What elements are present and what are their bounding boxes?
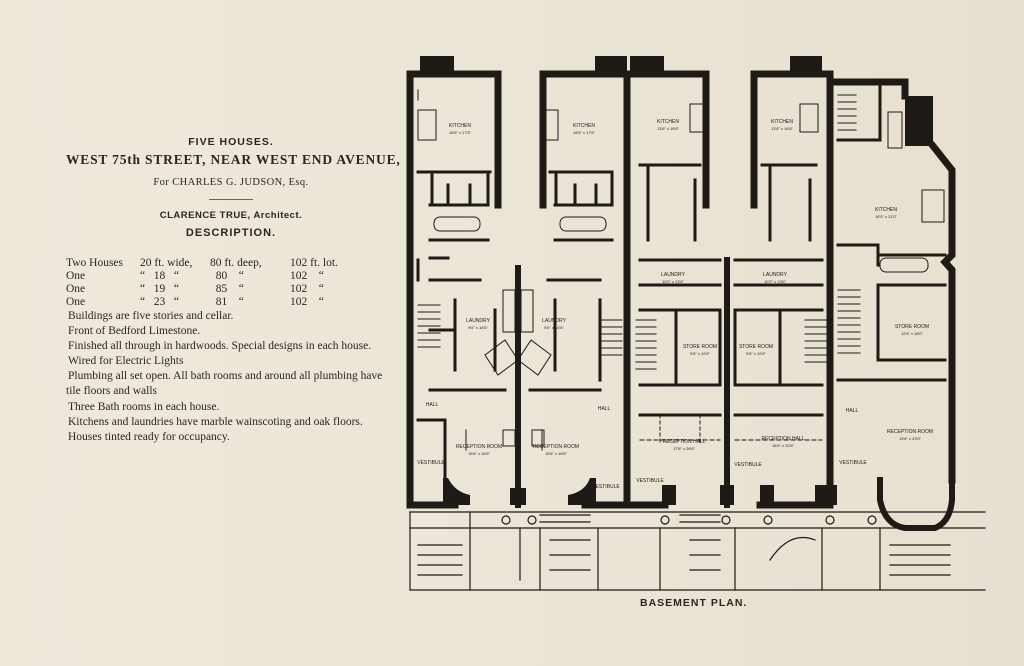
- dim-store-room-3: 12'6" x 18'0": [901, 331, 924, 336]
- table-row: Two Houses 20 ft. wide, 80 ft. deep, 102…: [66, 257, 338, 269]
- dim-store-room-2: 9'6" x 12'6": [746, 351, 766, 356]
- label-store-room-3: STORE ROOM: [895, 324, 929, 330]
- lot-table: Two Houses 20 ft. wide, 80 ft. deep, 102…: [66, 257, 338, 309]
- front-areaway: [409, 511, 986, 591]
- label-vestibule-5: VESTIBULE: [839, 460, 867, 466]
- label-store-room-2: STORE ROOM: [739, 344, 773, 350]
- label-vestibule-2: VESTIBULE: [592, 484, 620, 490]
- room-labels: KITCHEN 16'6" x 17'6" KITCHEN 16'6" x 17…: [417, 119, 933, 490]
- description-line: Three Bath rooms in each house.: [68, 400, 220, 413]
- label-laundry-3: LAUNDRY: [661, 272, 685, 278]
- label-reception-hall-2: RECEPTION HALL: [761, 436, 804, 442]
- description-column: FIVE HOUSES. WEST 75th STREET, NEAR WEST…: [66, 130, 401, 445]
- dim-reception-room-1: 15'6" x 16'6": [468, 451, 491, 456]
- label-kitchen-3: KITCHEN: [657, 119, 679, 125]
- divider-rule: [209, 199, 253, 200]
- label-hall-1: HALL: [426, 402, 439, 408]
- title-main: WEST 75th STREET, NEAR WEST END AVENUE,: [66, 152, 401, 167]
- description-line: Houses tinted ready for occupancy.: [68, 430, 230, 443]
- dim-laundry-2: 9'6" x 16'6": [544, 325, 564, 330]
- description-line: Kitchens and laundries have marble wains…: [68, 415, 363, 428]
- description-body: Buildings are five stories and cellar. F…: [66, 309, 396, 445]
- fixture-lines: [417, 89, 945, 451]
- label-laundry-4: LAUNDRY: [763, 272, 787, 278]
- label-reception-room-3: RECEPTION ROOM: [887, 429, 933, 435]
- architect-line: CLARENCE TRUE, Architect.: [159, 210, 303, 221]
- description-line: Finished all through in hardwoods. Speci…: [68, 340, 372, 353]
- label-vestibule-1: VESTIBULE: [417, 460, 445, 466]
- dim-reception-room-2: 15'6" x 16'6": [545, 451, 568, 456]
- label-hall-2: HALL: [598, 406, 611, 412]
- description-heading: DESCRIPTION.: [185, 227, 277, 239]
- dim-laundry-4: 10'2" x 13'6": [764, 279, 787, 284]
- label-kitchen-5: KITCHEN: [875, 207, 897, 213]
- dim-laundry-3: 10'2" x 13'6": [662, 279, 685, 284]
- front-piers: [443, 478, 837, 505]
- label-hall-3: HALL: [846, 408, 859, 414]
- label-kitchen-4: KITCHEN: [771, 119, 793, 125]
- description-line: Plumbing all set open. All bath rooms an…: [66, 370, 383, 398]
- dim-reception-room-3: 13'6" x 23'0": [899, 436, 922, 441]
- label-reception-room-1: RECEPTION ROOM: [456, 444, 502, 450]
- description-line: Wired for Electric Lights: [68, 355, 184, 368]
- basement-plan-drawing: KITCHEN 16'6" x 17'6" KITCHEN 16'6" x 17…: [406, 56, 986, 591]
- dim-reception-hall-1: 17'6" x 26'6": [673, 446, 696, 451]
- dim-kitchen-4: 13'6" x 16'6": [771, 126, 794, 131]
- interior-walls: [416, 80, 947, 482]
- dim-kitchen-3: 13'6" x 16'6": [657, 126, 680, 131]
- dim-kitchen-1: 16'6" x 17'6": [449, 130, 472, 135]
- chimney-blocks: [420, 56, 933, 146]
- party-walls: [515, 79, 833, 508]
- table-row: One “ 18 “ 80 “ 102 “: [66, 270, 324, 282]
- plan-title: BASEMENT PLAN.: [640, 597, 748, 609]
- dim-kitchen-5: 16'0" x 21'0": [875, 214, 898, 219]
- dim-laundry-1: 9'6" x 16'6": [468, 325, 488, 330]
- title-small: FIVE HOUSES.: [188, 136, 274, 148]
- table-row: One “ 23 “ 81 “ 102 “: [66, 296, 324, 308]
- description-line: Buildings are five stories and cellar.: [68, 310, 234, 322]
- label-kitchen-1: KITCHEN: [449, 123, 471, 129]
- client-line: For CHARLES G. JUDSON, Esq.: [153, 177, 309, 188]
- label-store-room-1: STORE ROOM: [683, 344, 717, 350]
- dim-store-room-1: 9'6" x 12'6": [690, 351, 710, 356]
- bay-window: [877, 477, 955, 531]
- label-vestibule-3: VESTIBULE: [636, 478, 664, 484]
- table-row: One “ 19 “ 85 “ 102 “: [66, 283, 324, 295]
- label-reception-hall-1: RECEPTION HALL: [662, 439, 705, 445]
- label-vestibule-4: VESTIBULE: [734, 462, 762, 468]
- label-reception-room-2: RECEPTION ROOM: [533, 444, 579, 450]
- label-laundry-1: LAUNDRY: [466, 318, 490, 324]
- description-line: Front of Bedford Limestone.: [68, 325, 201, 338]
- dim-reception-hall-2: 16'6" x 20'6": [772, 443, 795, 448]
- label-kitchen-2: KITCHEN: [573, 123, 595, 129]
- dim-kitchen-2: 16'6" x 17'6": [573, 130, 596, 135]
- label-laundry-2: LAUNDRY: [542, 318, 566, 324]
